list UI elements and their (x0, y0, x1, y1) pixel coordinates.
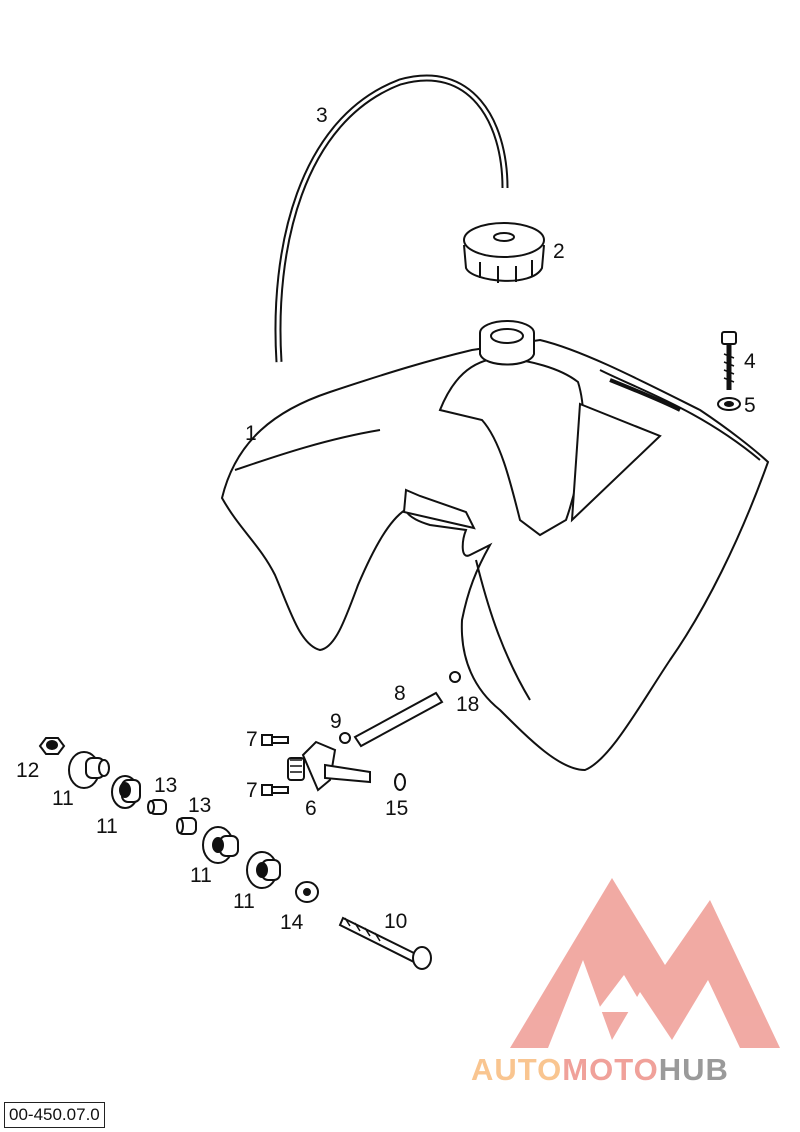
callout-11-d: 11 (233, 890, 255, 913)
watermark-logo (510, 878, 780, 1048)
rubber-bushing-2 (111, 775, 141, 809)
callout-labels: 1 2 3 4 5 6 7 7 8 9 10 11 11 11 11 12 13… (16, 104, 756, 934)
fuel-tank (220, 320, 770, 772)
callout-7-lower: 7 (246, 779, 258, 802)
rubber-bushing-3 (202, 826, 239, 864)
fuel-tap (287, 740, 371, 792)
fuel-line (353, 691, 444, 748)
washer-top (717, 397, 741, 411)
callout-13-a: 13 (154, 774, 177, 797)
callout-11-a: 11 (52, 787, 74, 810)
callout-9: 9 (330, 710, 342, 733)
nut (38, 737, 66, 755)
callout-7-upper: 7 (246, 728, 258, 751)
fuel-cap (463, 222, 545, 283)
callout-8: 8 (394, 682, 406, 705)
o-ring (394, 773, 406, 791)
watermark-text-auto: AUTO (471, 1052, 562, 1087)
rubber-bushing-1 (68, 751, 110, 789)
spacer-sleeve-1 (147, 799, 167, 815)
callout-13-b: 13 (188, 794, 211, 817)
callout-11-c: 11 (190, 864, 212, 887)
callout-14: 14 (280, 911, 304, 934)
callout-5: 5 (744, 394, 756, 417)
tap-screw-lower (261, 784, 289, 796)
callout-4: 4 (744, 350, 756, 373)
washer-bottom (295, 881, 319, 903)
callout-10: 10 (384, 910, 407, 933)
callout-18: 18 (456, 693, 479, 716)
watermark-text-moto: MOTO (562, 1052, 658, 1087)
hose-clip-9 (339, 732, 351, 744)
spacer-sleeve-2 (176, 817, 197, 835)
callout-2: 2 (553, 240, 565, 263)
tap-screw-upper (261, 734, 289, 746)
callout-6: 6 (305, 797, 317, 820)
tank-screw (721, 331, 737, 390)
callout-12: 12 (16, 759, 39, 782)
watermark-text: AUTOMOTOHUB (471, 1052, 729, 1087)
callout-11-b: 11 (96, 815, 118, 838)
callout-15: 15 (385, 797, 408, 820)
hose-clip-18 (449, 671, 461, 683)
callout-3: 3 (316, 104, 328, 127)
mounting-bolt (338, 916, 432, 970)
reference-code: 00-450.07.0 (4, 1102, 105, 1128)
callout-1: 1 (245, 422, 257, 445)
breather-hose (274, 74, 509, 363)
watermark-text-hub: HUB (659, 1052, 729, 1087)
rubber-bushing-4 (246, 851, 281, 889)
